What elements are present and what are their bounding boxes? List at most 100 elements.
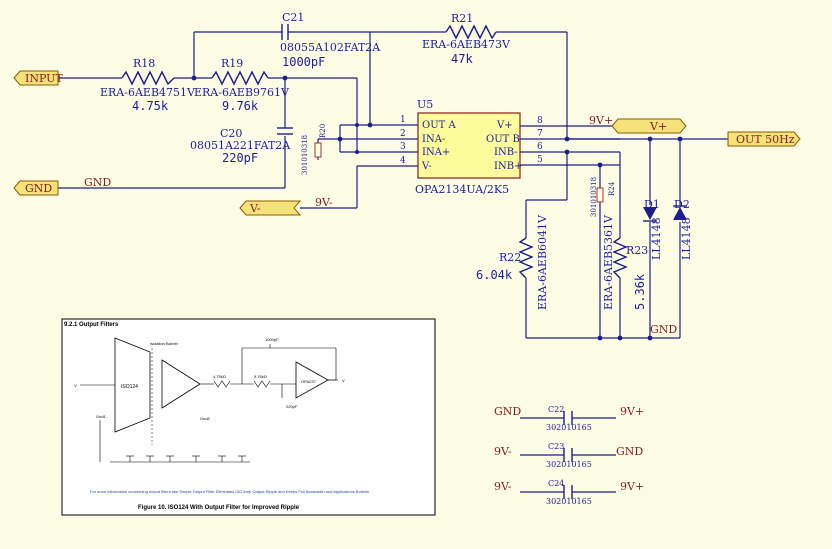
capacitor-c20[interactable]: C20 08051A221FAT2A 220pF: [190, 127, 293, 165]
pin-name: V-: [421, 161, 432, 172]
decoupling-c22[interactable]: GND 9V+ C22 302010165: [494, 405, 644, 432]
c20-part: 08051A221FAT2A: [190, 139, 291, 152]
r18-ref: R18: [133, 57, 155, 70]
u5-right-pins: 8 V+ 7 OUT B 6 INB- 5 INB+: [486, 116, 543, 172]
pin-number: 6: [537, 142, 543, 152]
port-vplus[interactable]: V+: [611, 118, 687, 134]
resistor-r18[interactable]: R18 ERA-6AEB4751V 4.75k: [100, 57, 196, 113]
inset-chip2: OPA237: [301, 379, 317, 384]
r20-part: 301010318: [301, 135, 309, 175]
c22-left-net: GND: [494, 405, 521, 418]
r24-part: 301010318: [590, 177, 598, 217]
d2-ref: D2: [674, 198, 690, 211]
pin-number: 7: [537, 129, 543, 139]
c22-part: 302010165: [546, 423, 592, 432]
r20-ref: R20: [319, 124, 327, 138]
net-gnd-bottom: GND: [650, 323, 677, 336]
inset-isolation-label: Isolation Barrier: [150, 341, 179, 346]
decoupling-c24[interactable]: 9V- 9V+ C24 302010165: [494, 479, 644, 506]
c23-ref: C23: [548, 442, 564, 451]
pin-name: INA+: [422, 147, 450, 158]
resistor-r19[interactable]: R19 ERA-6AEB9761V 9.76k: [194, 57, 290, 113]
port-input-label: INPUT: [25, 72, 63, 85]
c24-left-net: 9V-: [494, 480, 512, 493]
c23-part: 302010165: [546, 460, 592, 469]
wires: [58, 31, 728, 339]
inset-vout: V: [342, 378, 345, 383]
resistor-r21[interactable]: R21 ERA-6AEB473V 47k: [422, 12, 511, 66]
r21-value: 47k: [451, 52, 473, 66]
pin-name: INB+: [494, 161, 522, 172]
c22-ref: C22: [548, 405, 564, 414]
inset-gnd1: Gnd1: [96, 414, 107, 419]
c22-right-net: 9V+: [620, 405, 644, 418]
r24-ref: R24: [608, 181, 616, 196]
d1-ref: D1: [644, 198, 660, 211]
decoupling-c23[interactable]: 9V- GND C23 302010165: [494, 442, 643, 469]
inset-caption: Figure 10. ISO124 With Output Filter for…: [138, 505, 300, 511]
pin-name: OUT A: [422, 120, 456, 131]
pin-number: 1: [400, 115, 406, 125]
u5-left-pins: 1 OUT A 2 INA- 3 INA+ 4 V-: [400, 115, 456, 172]
port-vminus-label: V-: [249, 202, 261, 215]
resistor-r20[interactable]: R20 301010318: [301, 124, 327, 175]
u5-ref: U5: [417, 98, 433, 111]
c23-left-net: 9V-: [494, 445, 512, 458]
r18-value: 4.75k: [132, 99, 169, 113]
datasheet-inset: 9.2.1 Output Filters Isolation Barrier I…: [61, 318, 436, 516]
r18-part: ERA-6AEB4751V: [100, 86, 196, 99]
inset-c1: 1000pF: [265, 337, 279, 342]
c20-ref: C20: [220, 127, 242, 140]
r21-ref: R21: [451, 12, 473, 25]
resistor-r23[interactable]: R23 ERA-6AEB5361V 5.36k: [602, 214, 648, 310]
capacitor-c21[interactable]: C21 08055A102FAT2A 1000pF: [280, 11, 381, 69]
port-gnd-label: GND: [25, 182, 52, 195]
c24-part: 302010165: [546, 497, 592, 506]
r23-part: ERA-6AEB5361V: [602, 214, 615, 310]
c21-value: 1000pF: [282, 55, 325, 69]
r21-part: ERA-6AEB473V: [422, 38, 511, 51]
junctions: [191, 75, 683, 341]
net-9v-plus: 9V+: [589, 114, 613, 127]
inset-note: For more information concerning output f…: [90, 489, 369, 494]
inset-heading: 9.2.1 Output Filters: [64, 322, 119, 328]
pin-number: 2: [400, 129, 406, 139]
c21-part: 08055A102FAT2A: [280, 41, 381, 54]
port-out-label: OUT 50Hz: [736, 133, 795, 146]
inset-vin: V: [74, 383, 77, 388]
r19-ref: R19: [221, 57, 243, 70]
r22-ref: R22: [499, 251, 521, 264]
port-gnd[interactable]: GND: [13, 180, 59, 196]
r23-ref: R23: [626, 244, 648, 257]
pin-name: OUT B: [486, 134, 520, 145]
pin-name: INA-: [422, 134, 445, 145]
inset-c2: 220pF: [286, 404, 298, 409]
r19-part: ERA-6AEB9761V: [194, 86, 290, 99]
c21-ref: C21: [282, 11, 304, 24]
port-vplus-label: V+: [649, 120, 667, 133]
r22-part: ERA-6AEB6041V: [536, 214, 549, 310]
r23-value: 5.36k: [633, 273, 647, 310]
port-input[interactable]: INPUT: [13, 70, 63, 86]
d1-part: LL4148: [650, 217, 663, 260]
opamp-u5[interactable]: U5 OPA2134UA/2K5 1 OUT A 2 INA- 3 INA+ 4…: [400, 98, 543, 196]
port-out[interactable]: OUT 50Hz: [727, 131, 801, 147]
pin-name: V+: [496, 120, 513, 131]
inset-chip1: ISO124: [121, 384, 138, 390]
net-gnd: GND: [84, 176, 111, 189]
d2-part: LL4148: [680, 217, 693, 260]
port-vminus[interactable]: V-: [239, 200, 302, 216]
c24-right-net: 9V+: [620, 480, 644, 493]
r22-value: 6.04k: [476, 268, 513, 282]
resistor-r22[interactable]: R22 ERA-6AEB6041V 6.04k: [476, 214, 549, 310]
diode-d1[interactable]: D1 LL4148: [643, 198, 663, 260]
c24-ref: C24: [548, 479, 564, 488]
resistor-r24[interactable]: R24 301010318: [590, 177, 616, 217]
r19-value: 9.76k: [222, 99, 259, 113]
u5-part: OPA2134UA/2K5: [415, 183, 509, 196]
diode-d2[interactable]: D2 LL4148: [673, 198, 693, 260]
pin-number: 5: [537, 155, 543, 165]
pin-number: 8: [537, 116, 543, 126]
c20-value: 220pF: [222, 151, 258, 165]
